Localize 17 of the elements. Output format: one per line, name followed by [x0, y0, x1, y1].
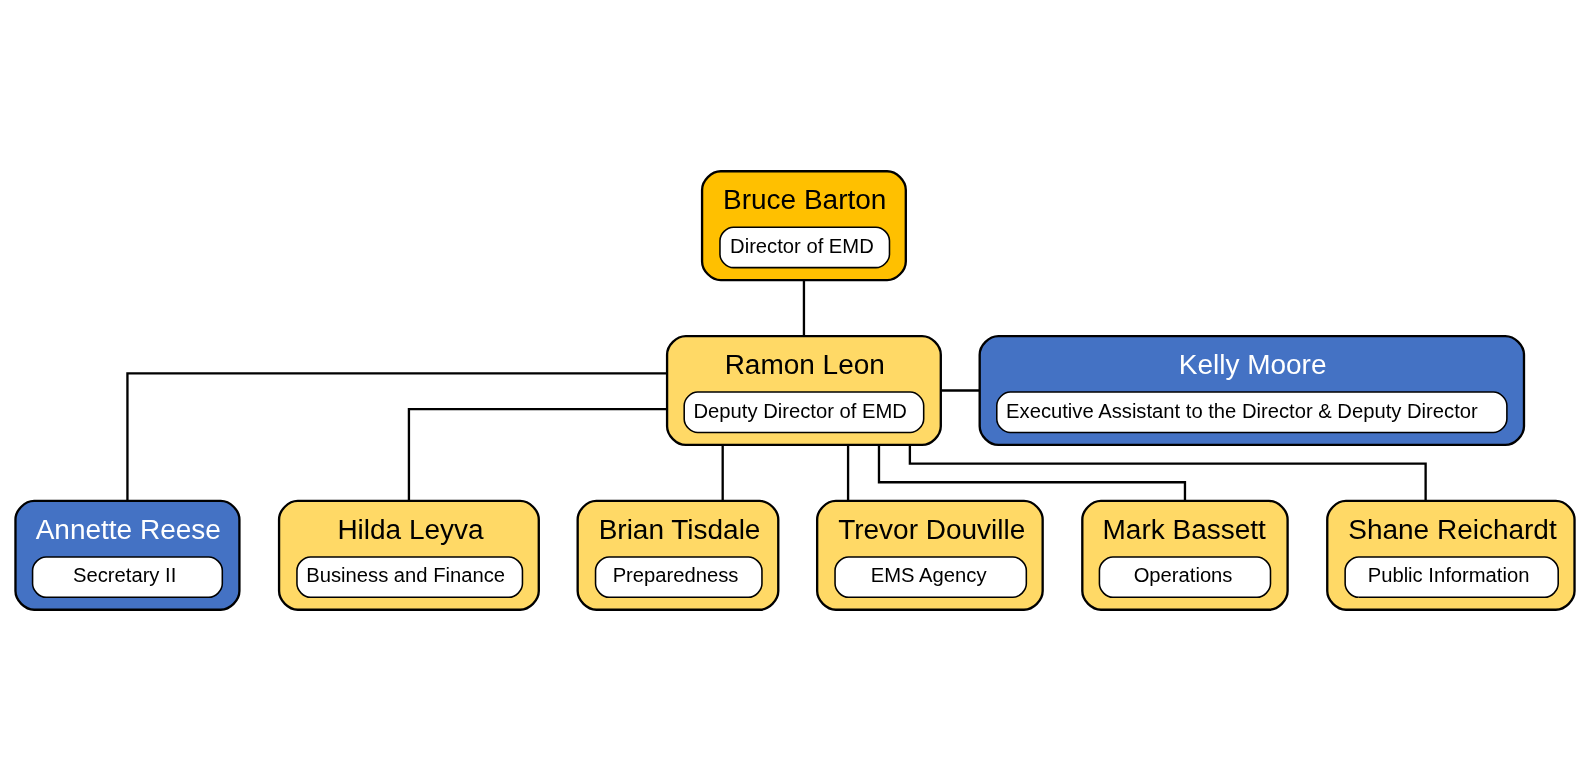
node-box: Ramon Leon Deputy Director of EMD — [665, 334, 942, 446]
node-box: Mark Bassett Operations — [1081, 499, 1289, 611]
connector — [802, 279, 806, 336]
connector — [846, 444, 850, 500]
node-box: Brian Tisdale Preparedness — [576, 499, 780, 611]
node-box: Hilda Leyva Business and Finance — [277, 499, 540, 611]
connector — [407, 407, 667, 501]
connector — [126, 371, 668, 501]
connector — [877, 444, 1187, 501]
connector — [721, 444, 724, 500]
node-box: Trevor Douville EMS Agency — [816, 499, 1044, 611]
node-box: Annette Reese Secretary II — [14, 499, 241, 611]
node-box: Kelly Moore Executive Assistant to the Director & Deputy Director — [978, 334, 1526, 446]
node-box: Shane Reichardt Public Information — [1326, 499, 1576, 611]
node-box: Bruce Barton Director of EMD — [700, 169, 907, 281]
connector — [908, 444, 1427, 501]
connector — [941, 388, 980, 392]
